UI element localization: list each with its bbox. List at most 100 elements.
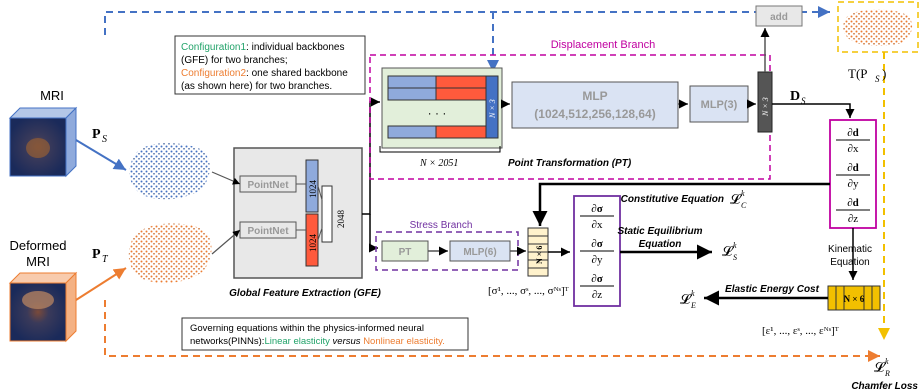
svg-text:∂z: ∂z [848,213,858,225]
mlp3 [689,85,749,123]
concat-feature [321,185,333,243]
deformed-mri-input-block: Deformed MRI [8,238,78,343]
pinn-note: Governing equations within the physics-i… [181,317,469,351]
svg-text:R: R [884,369,890,378]
svg-text:∂σ: ∂σ [591,238,602,250]
sigma-sequence: [σ¹, ..., σˢ, ..., σᴺˢ]ᵀ [488,285,569,297]
svg-text:∂d: ∂d [847,162,859,174]
l-s-label: 𝓛 k S [722,241,737,262]
mlp-main [511,81,679,129]
coords-n3-block [485,75,499,139]
svg-text:k: k [741,189,745,198]
svg-text:∂d: ∂d [847,127,859,139]
svg-text:k: k [691,289,695,298]
svg-text:PT: PT [399,247,412,258]
svg-text:S: S [102,134,107,145]
svg-text:N × 6: N × 6 [535,246,544,264]
svg-text:· · ·: · · · [428,106,447,120]
pinn-line1: Governing equations within the physics-i… [190,323,424,334]
svg-text:T(P: T(P [848,66,868,81]
ns-2051-label: N × 2051 [419,158,458,169]
gfe-block: PointNet PointNet 1024 1024 2048 [233,147,363,279]
config1-key: Configuration1 [181,42,246,53]
svg-text:D: D [790,89,800,104]
l-r-label: 𝓛 k R [874,357,890,378]
l-c-label: 𝓛 k C [730,189,747,210]
displacement-branch-title: Displacement Branch [551,39,656,51]
svg-text:∂x: ∂x [848,143,859,155]
config2-key: Configuration2 [181,68,246,79]
config1-rest: : individual backbones [246,42,344,53]
svg-text:T: T [102,254,109,265]
svg-text:∂y: ∂y [592,254,603,266]
svg-text:C: C [741,201,747,210]
mri-label: MRI [40,88,64,103]
svg-text:P: P [92,127,101,142]
svg-text:k: k [733,241,737,250]
svg-text:P: P [92,247,101,262]
svg-text:E: E [690,301,696,310]
svg-text:𝓛: 𝓛 [874,360,886,376]
svg-text:2048: 2048 [336,210,346,229]
svg-text:Configuration1: individual bac: Configuration1: individual backbones [181,42,344,53]
svg-text:𝓛: 𝓛 [730,192,742,208]
static-equilibrium-label-1: Static Equilibrium [617,226,702,237]
svg-text:1024: 1024 [308,234,318,253]
stress-branch-title: Stress Branch [410,220,473,231]
svg-text:k: k [885,357,889,366]
svg-text:∂z: ∂z [592,289,602,301]
chamfer-loss-label: Chamfer Loss [851,381,918,392]
config2-line3: (as shown here) for two branches. [181,81,332,92]
svg-text:∂σ: ∂σ [591,273,602,285]
svg-text:PointNet: PointNet [247,180,289,191]
svg-text:MLP(3): MLP(3) [701,99,738,111]
svg-text:add: add [770,12,788,23]
source-point-cloud [129,143,210,200]
pinn-line2-prefix: networks(PINNs): [190,336,264,347]
t-ps-label: T(P S ) [848,66,886,84]
svg-text:∂σ: ∂σ [591,203,602,215]
displacement-branch: Displacement Branch · · · N × 3 N × 2051… [369,39,771,180]
p-source-label: P S [92,127,107,145]
epsilon-sequence: [ε¹, ..., εˢ, ..., εᴺˢ]ᵀ [762,325,839,337]
mri-input-block: MRI [8,88,78,178]
linear-elasticity-label: Linear elasticity [264,336,330,347]
svg-text:MLP(6): MLP(6) [463,247,496,258]
svg-text:MLP: MLP [582,89,607,103]
strain-vector: N × 6 [827,285,881,311]
l-e-label: 𝓛 k E [680,289,696,310]
svg-text:(1024,512,256,128,64): (1024,512,256,128,64) [534,107,655,121]
constitutive-equation-label: Constitutive Equation [621,194,724,205]
svg-text:N × 3: N × 3 [488,99,497,119]
svg-text:N × 3: N × 3 [761,97,770,117]
nonlinear-elasticity-label: Nonlinear elasticity. [363,336,445,347]
svg-text:1024: 1024 [308,180,318,199]
configuration-note: Configuration1: individual backbones (GF… [174,35,366,95]
svg-text:∂x: ∂x [592,219,603,231]
elastic-energy-label: Elastic Energy Cost [725,284,820,295]
pt-caption: Point Transformation (PT) [508,158,632,169]
versus-label: versus [330,336,363,347]
svg-text:∂y: ∂y [848,178,859,190]
svg-text:Configuration2: one shared bac: Configuration2: one shared backbone [181,68,348,79]
stress-branch: Stress Branch PT MLP(6) [375,220,526,271]
svg-text:networks(PINNs):Linear elastic: networks(PINNs):Linear elasticity versus… [190,336,445,347]
svg-text:∂d: ∂d [847,197,859,209]
deformed-label: Deformed [9,238,66,253]
target-point-cloud [128,223,212,284]
svg-text:): ) [882,66,886,81]
skip-connection-dashed-lines [104,6,890,362]
displacement-gradient-box: ∂d ∂x ∂d ∂y ∂d ∂z [829,119,877,229]
kinematic-label-2: Equation [830,257,869,268]
add-node [755,5,803,27]
svg-text:𝓛: 𝓛 [722,244,734,260]
deformed-mri-label: MRI [26,254,50,269]
svg-text:S: S [733,253,737,262]
kinematic-label-1: Kinematic [828,244,872,255]
p-target-label: P T [92,247,109,265]
svg-text:S: S [801,96,806,106]
stress-gradient-box: ∂σ ∂x ∂σ ∂y ∂σ ∂z [573,195,621,307]
config1-line2: (GFE) for two branches; [181,55,288,66]
static-equilibrium-label-2: Equation [639,239,682,250]
